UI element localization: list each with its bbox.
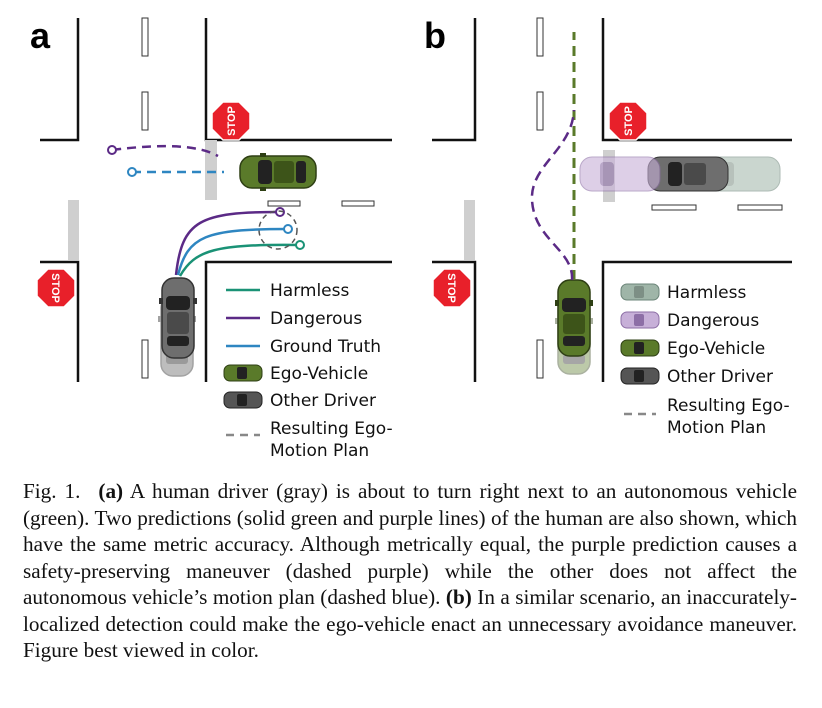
panel-a-crosswalk xyxy=(205,140,217,200)
legend-label: Other Driver xyxy=(667,367,773,387)
stop-sign-icon: STOP xyxy=(608,101,648,141)
ego-vehicle-icon xyxy=(554,279,594,375)
dangerous-plan-path xyxy=(111,144,219,158)
legend-label: Dangerous xyxy=(270,309,362,329)
figure-illustration: a STOP STOP xyxy=(30,15,792,461)
svg-text:STOP: STOP xyxy=(226,106,238,136)
path-endpoint-marker xyxy=(107,145,117,155)
stop-sign-icon: STOP xyxy=(36,268,76,308)
panel-a-lane-markings xyxy=(141,17,375,379)
car-icon xyxy=(620,283,660,301)
legend-label: Dangerous xyxy=(667,311,759,331)
legend-label: Other Driver xyxy=(270,391,376,411)
panel-a-label: a xyxy=(30,15,51,56)
legend-b: Harmless Dangerous Ego-Vehicle Other Dri… xyxy=(620,283,790,438)
car-icon xyxy=(620,339,660,357)
panel-a: a STOP STOP xyxy=(30,15,393,461)
uncertainty-circle xyxy=(258,210,298,250)
stop-sign-icon: STOP xyxy=(432,268,472,308)
avoidance-maneuver-path xyxy=(530,109,576,281)
stop-sign-icon: STOP xyxy=(211,101,251,141)
car-icon xyxy=(620,367,660,385)
car-icon xyxy=(620,311,660,329)
figure-caption: Fig. 1. (a) A human driver (gray) is abou… xyxy=(23,478,797,664)
legend-label: Motion Plan xyxy=(667,418,766,438)
harmless-prediction-line xyxy=(178,243,301,277)
caption-a-text: A human driver (gray) is about to turn r… xyxy=(23,479,797,609)
svg-text:STOP: STOP xyxy=(445,273,457,303)
legend-a: Harmless Dangerous Ground Truth Ego-Vehi… xyxy=(223,281,393,461)
legend-label: Harmless xyxy=(667,283,746,303)
caption-b-text: In a similar scenario, an inaccurately-l… xyxy=(23,585,797,662)
legend-label: Ground Truth xyxy=(270,337,381,357)
legend-label: Resulting Ego- xyxy=(667,396,790,416)
ground-truth-prediction-line xyxy=(176,227,289,276)
car-icon xyxy=(223,364,263,382)
panel-b-label: b xyxy=(424,15,446,56)
dangerous-prediction-line xyxy=(174,210,281,276)
legend-label: Harmless xyxy=(270,281,349,301)
panel-b: b STOP STOP xyxy=(424,15,792,438)
panel-a-road-edges xyxy=(40,18,392,382)
panel-b-lane-markings xyxy=(536,17,783,379)
svg-text:STOP: STOP xyxy=(49,273,61,303)
other-driver-icon xyxy=(157,277,198,377)
ego-vehicle-icon xyxy=(239,152,317,192)
svg-text:STOP: STOP xyxy=(623,106,635,136)
other-driver-icon xyxy=(647,156,729,192)
path-endpoint-marker xyxy=(127,167,137,177)
caption-prefix: Fig. 1. xyxy=(23,479,81,503)
panel-b-crosswalk xyxy=(464,200,475,260)
car-icon xyxy=(223,391,263,409)
legend-label: Ego-Vehicle xyxy=(270,364,368,384)
legend-label: Resulting Ego- xyxy=(270,419,393,439)
panel-a-crosswalk xyxy=(68,200,79,260)
legend-label: Motion Plan xyxy=(270,441,369,461)
dangerous-detection-icon xyxy=(579,156,661,192)
legend-label: Ego-Vehicle xyxy=(667,339,765,359)
panel-b-road-edges xyxy=(432,18,792,382)
caption-a-marker: (a) xyxy=(98,479,124,503)
caption-b-marker: (b) xyxy=(445,585,472,609)
